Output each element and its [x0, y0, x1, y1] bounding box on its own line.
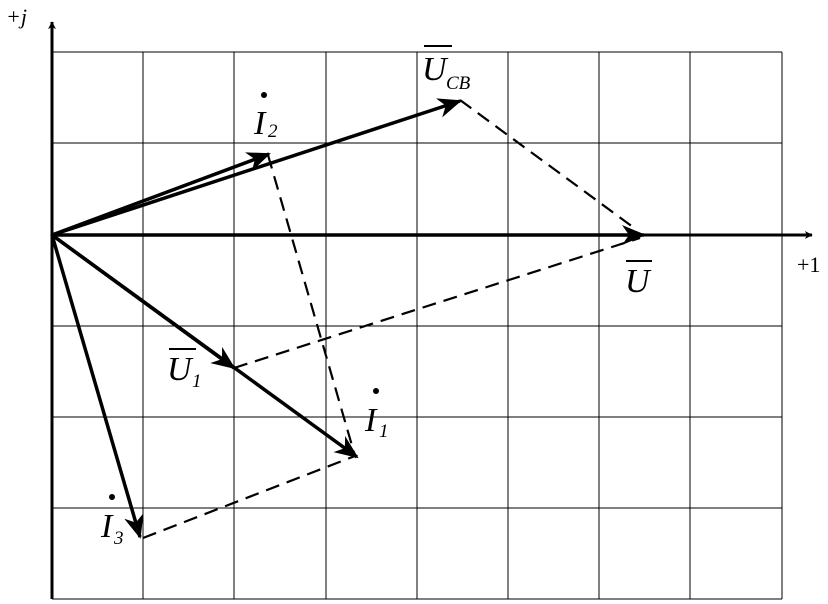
label-I-3: I 3 — [100, 494, 124, 549]
construction-lines — [142, 99, 641, 540]
imaginary-axis-label: +j — [6, 4, 27, 29]
vector-I-1 — [50, 233, 359, 459]
label-I-1: I 1 — [364, 388, 389, 442]
svg-text:2: 2 — [268, 121, 278, 142]
label-U-CB: U CB — [422, 45, 471, 94]
svg-text:3: 3 — [113, 528, 124, 549]
svg-text:U: U — [625, 263, 652, 300]
svg-text:U: U — [422, 51, 449, 88]
phasor-vectors — [50, 98, 646, 539]
svg-text:U: U — [167, 351, 194, 388]
label-I-2: I 2 — [253, 92, 278, 142]
svg-text:CB: CB — [446, 73, 471, 94]
svg-text:I: I — [364, 402, 378, 439]
vector-I-2 — [51, 152, 271, 237]
real-axis-label: +1 — [797, 252, 820, 277]
svg-text:I: I — [100, 508, 114, 545]
label-U: U — [625, 260, 652, 300]
svg-text:I: I — [253, 105, 267, 142]
label-U-1: U 1 — [167, 348, 202, 392]
svg-text:1: 1 — [192, 371, 202, 392]
svg-text:1: 1 — [379, 421, 389, 442]
grid — [52, 51, 783, 600]
vector-I-3 — [50, 234, 144, 539]
